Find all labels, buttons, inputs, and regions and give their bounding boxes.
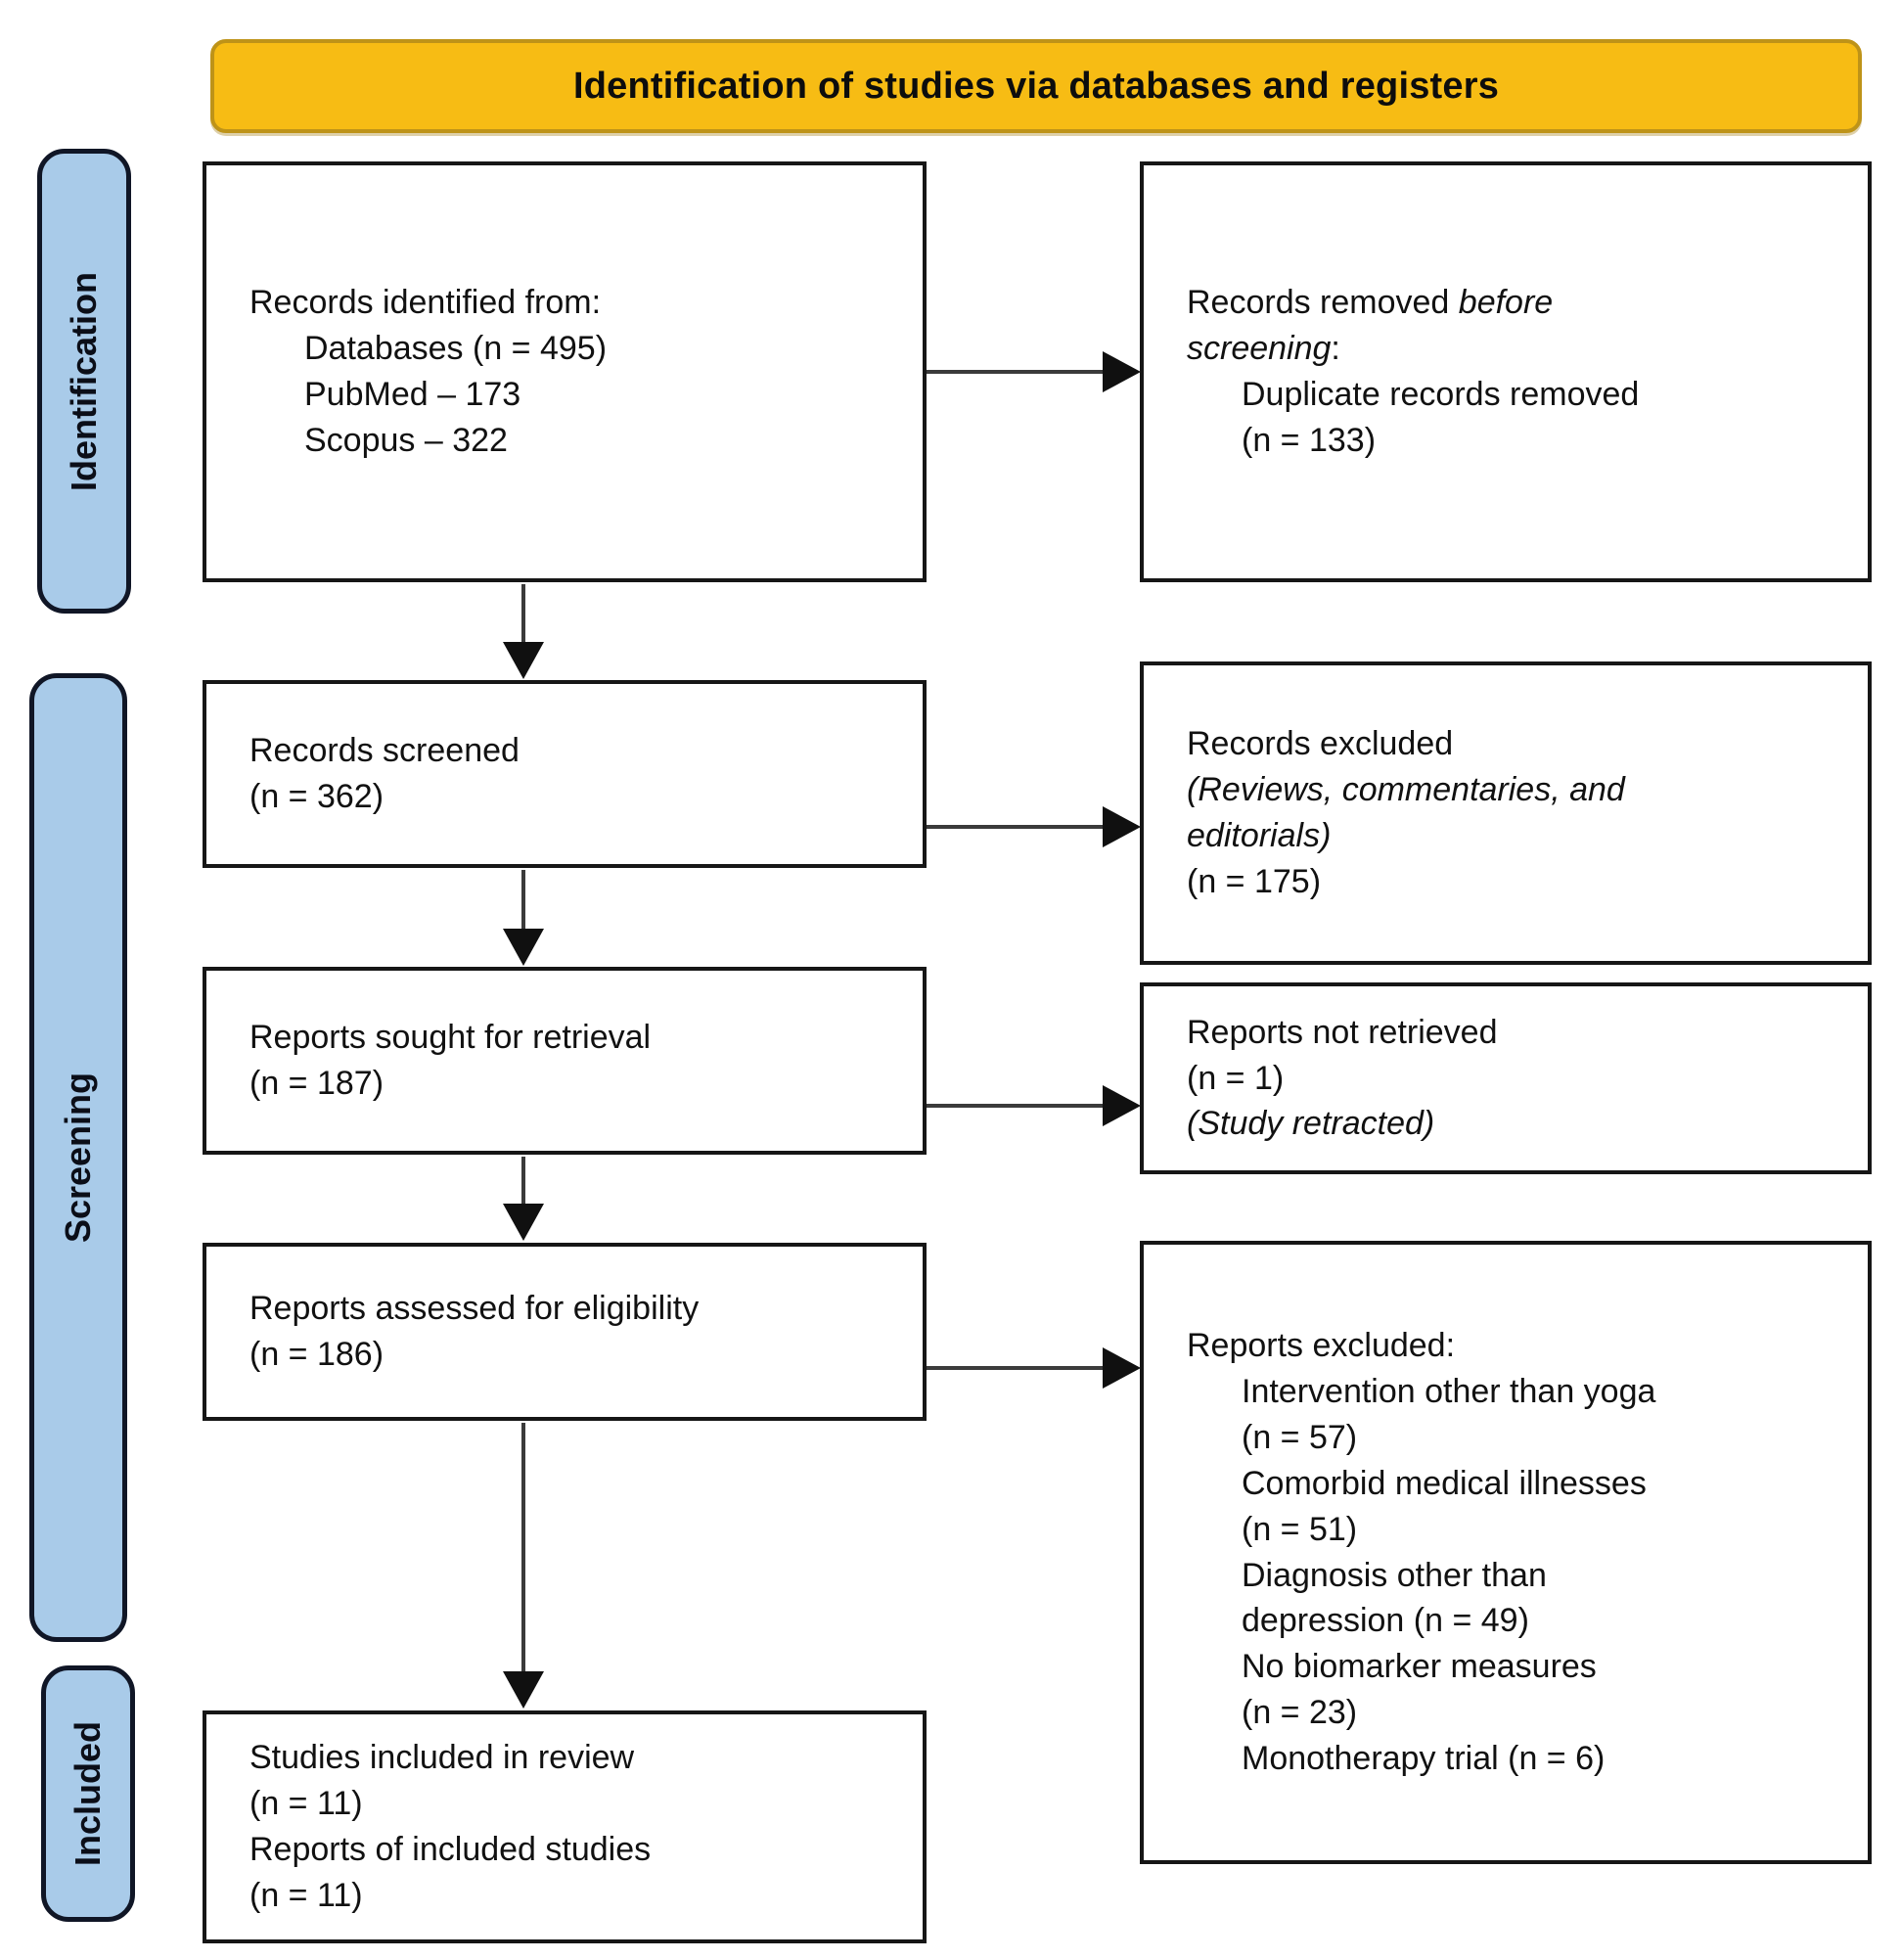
box-reports-excluded: Reports excluded: Intervention other tha… xyxy=(1140,1241,1872,1864)
box-line: (n = 175) xyxy=(1187,862,1322,900)
box-reports-not-retrieved: Reports not retrieved (n = 1) (Study ret… xyxy=(1140,982,1872,1174)
box-line: (n = 1) xyxy=(1187,1059,1285,1097)
right-arrow-identified-to-removed xyxy=(927,351,1141,392)
box-line: (n = 23) xyxy=(1242,1694,1358,1732)
box-line: Records excluded xyxy=(1187,725,1454,763)
box-line: Diagnosis other than xyxy=(1242,1556,1547,1594)
down-arrow-identified-to-screened xyxy=(503,584,544,679)
box-reports-assessed: Reports assessed for eligibility (n = 18… xyxy=(203,1243,927,1421)
box-line: Reports not retrieved xyxy=(1187,1013,1498,1051)
box-line: Scopus – 322 xyxy=(304,421,508,459)
box-line: Databases (n = 495) xyxy=(304,330,608,368)
box-line: Records screened xyxy=(249,732,520,770)
diagram-title-banner: Identification of studies via databases … xyxy=(210,39,1862,133)
box-line: (Study retracted) xyxy=(1187,1105,1435,1143)
diagram-title: Identification of studies via databases … xyxy=(572,65,1500,107)
box-reports-sought: Reports sought for retrieval (n = 187) xyxy=(203,967,927,1155)
box-line: (n = 51) xyxy=(1242,1510,1358,1548)
stage-included-label: Included xyxy=(68,1720,109,1867)
box-records-excluded: Records excluded (Reviews, commentaries,… xyxy=(1140,661,1872,965)
box-line: (n = 133) xyxy=(1242,421,1377,459)
box-line: Duplicate records removed xyxy=(1242,376,1640,413)
down-arrow-assessed-to-included xyxy=(503,1423,544,1709)
box-line: Intervention other than yoga xyxy=(1242,1372,1656,1410)
box-line: (n = 187) xyxy=(249,1065,385,1102)
box-line: (n = 57) xyxy=(1242,1418,1358,1456)
down-arrow-sought-to-assessed xyxy=(503,1157,544,1241)
right-arrow-sought-to-not-retrieved xyxy=(927,1085,1141,1126)
box-line: Records removed before xyxy=(1187,284,1554,322)
stage-included: Included xyxy=(41,1665,135,1922)
box-line: Reports excluded: xyxy=(1187,1326,1456,1364)
box-line: (n = 11) xyxy=(249,1876,363,1914)
box-records-identified: Records identified from: Databases (n = … xyxy=(203,161,927,582)
box-line: Monotherapy trial (n = 6) xyxy=(1242,1740,1606,1778)
box-records-screened: Records screened (n = 362) xyxy=(203,680,927,868)
down-arrow-screened-to-sought xyxy=(503,870,544,966)
box-line: Comorbid medical illnesses xyxy=(1242,1464,1647,1502)
box-line: (Reviews, commentaries, and xyxy=(1187,771,1625,809)
right-arrow-assessed-to-reports-excluded xyxy=(927,1347,1141,1389)
box-line: editorials) xyxy=(1187,817,1332,854)
box-line: Studies included in review xyxy=(249,1739,635,1777)
box-line: Reports sought for retrieval xyxy=(249,1019,652,1057)
right-arrow-screened-to-excluded xyxy=(927,806,1141,847)
box-line: PubMed – 173 xyxy=(304,376,521,413)
box-line: No biomarker measures xyxy=(1242,1648,1597,1686)
box-line: screening: xyxy=(1187,330,1340,368)
stage-identification-label: Identification xyxy=(64,271,104,491)
box-line: Reports of included studies xyxy=(249,1831,652,1868)
box-records-removed: Records removed before screening: Duplic… xyxy=(1140,161,1872,582)
stage-screening: Screening xyxy=(29,673,127,1642)
box-line: (n = 362) xyxy=(249,778,385,815)
stage-identification: Identification xyxy=(37,149,131,614)
box-line: (n = 186) xyxy=(249,1336,385,1373)
box-line: Reports assessed for eligibility xyxy=(249,1290,700,1328)
stage-screening-label: Screening xyxy=(58,1071,98,1244)
box-line: (n = 11) xyxy=(249,1785,363,1823)
box-line: Records identified from: xyxy=(249,284,602,322)
box-studies-included: Studies included in review (n = 11) Repo… xyxy=(203,1710,927,1943)
box-line: depression (n = 49) xyxy=(1242,1602,1529,1640)
